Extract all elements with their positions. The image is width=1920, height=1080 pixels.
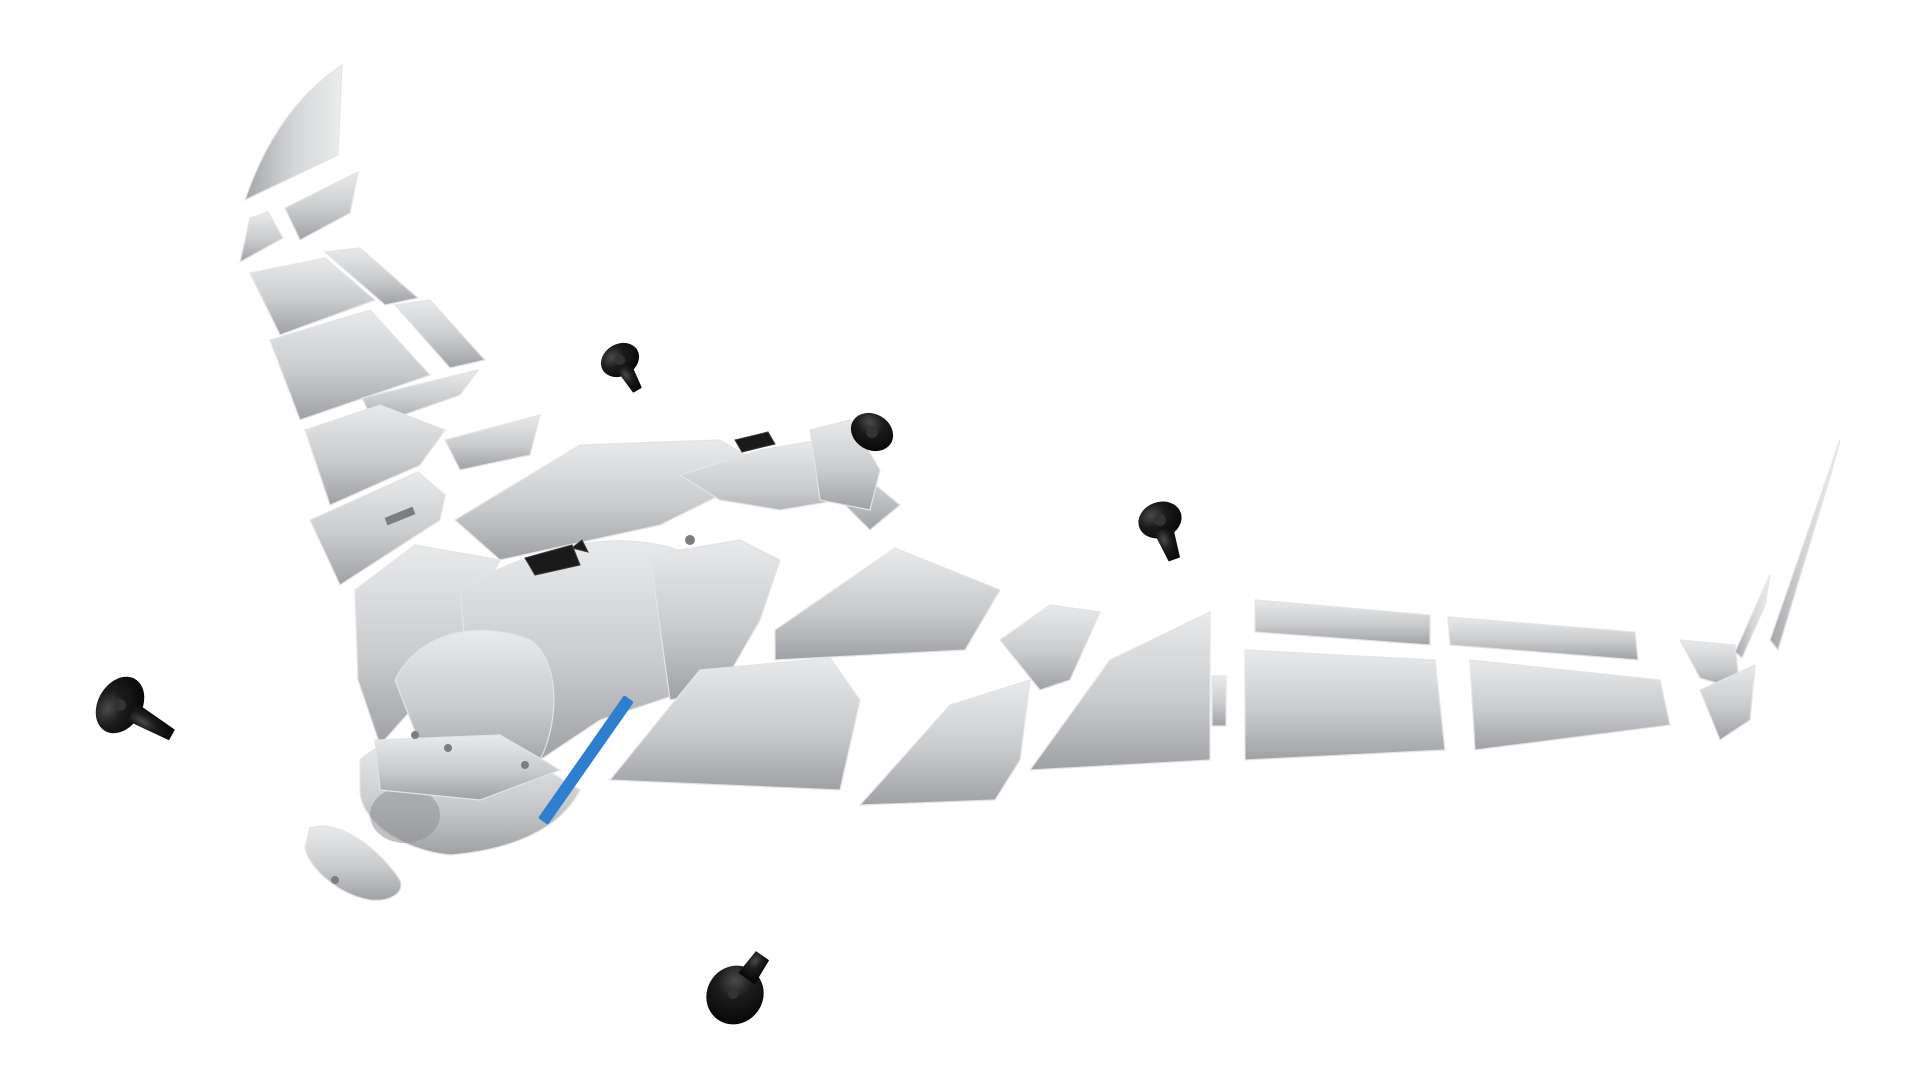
- left-winglet: [243, 63, 343, 202]
- left-wing-panel-2: [269, 309, 432, 421]
- right-elevon-1: [1254, 599, 1431, 646]
- black-fittings: [95, 342, 1182, 1025]
- battery-strap: [538, 695, 634, 825]
- left-servo-bay: [309, 471, 446, 586]
- right-wing-panel-3: [1028, 611, 1211, 771]
- clevis-fitting-2: [850, 412, 894, 452]
- right-wingtip-lower: [1699, 664, 1756, 741]
- left-wingtip-small: [239, 211, 284, 264]
- fuselage-canopy: [394, 629, 555, 771]
- wing-joiner: [1211, 675, 1227, 727]
- left-wing: [239, 63, 541, 586]
- servo-clip-2: [524, 544, 581, 576]
- servo-clip-3: [570, 539, 589, 553]
- right-wing: [608, 439, 1841, 806]
- fuselage-right-shell: [649, 539, 781, 701]
- clevis-fitting-4: [95, 676, 175, 741]
- clevis-fitting-1: [600, 342, 642, 393]
- left-control-horn-mount: [444, 414, 541, 471]
- screw-hole: [411, 731, 419, 739]
- fuselage-lower-tray: [374, 734, 562, 801]
- right-wing-panel-1: [774, 547, 1001, 661]
- right-winglet: [1769, 439, 1841, 652]
- right-wing-panel-4: [1244, 649, 1446, 761]
- spinner-hole: [331, 876, 339, 884]
- clevis-fitting-3: [1138, 501, 1182, 562]
- servo-clip-1: [734, 431, 776, 453]
- right-elevon-2: [1447, 616, 1639, 661]
- motor-mount-opening: [370, 787, 440, 843]
- servo-slot: [384, 506, 416, 526]
- propeller-spinner: [304, 825, 402, 901]
- right-wing-panel-5: [1469, 659, 1671, 751]
- screw-hole: [444, 744, 452, 752]
- servo-clips: [524, 431, 776, 576]
- left-wing-panel-3: [304, 404, 446, 506]
- left-wing-panel-1: [249, 257, 377, 336]
- right-control-horn-mount: [999, 604, 1101, 691]
- left-elevon-2: [393, 299, 487, 369]
- right-wing-panel-2: [858, 679, 1031, 806]
- right-inner-wing: [608, 657, 861, 791]
- right-winglet-lower: [1734, 574, 1771, 659]
- left-elevon-1: [323, 247, 420, 306]
- screw-hole: [521, 761, 529, 769]
- left-wingtip-piece: [284, 170, 359, 241]
- fuselage: [304, 419, 901, 901]
- screw-hole: [685, 535, 695, 545]
- clevis-fitting-5: [706, 951, 770, 1025]
